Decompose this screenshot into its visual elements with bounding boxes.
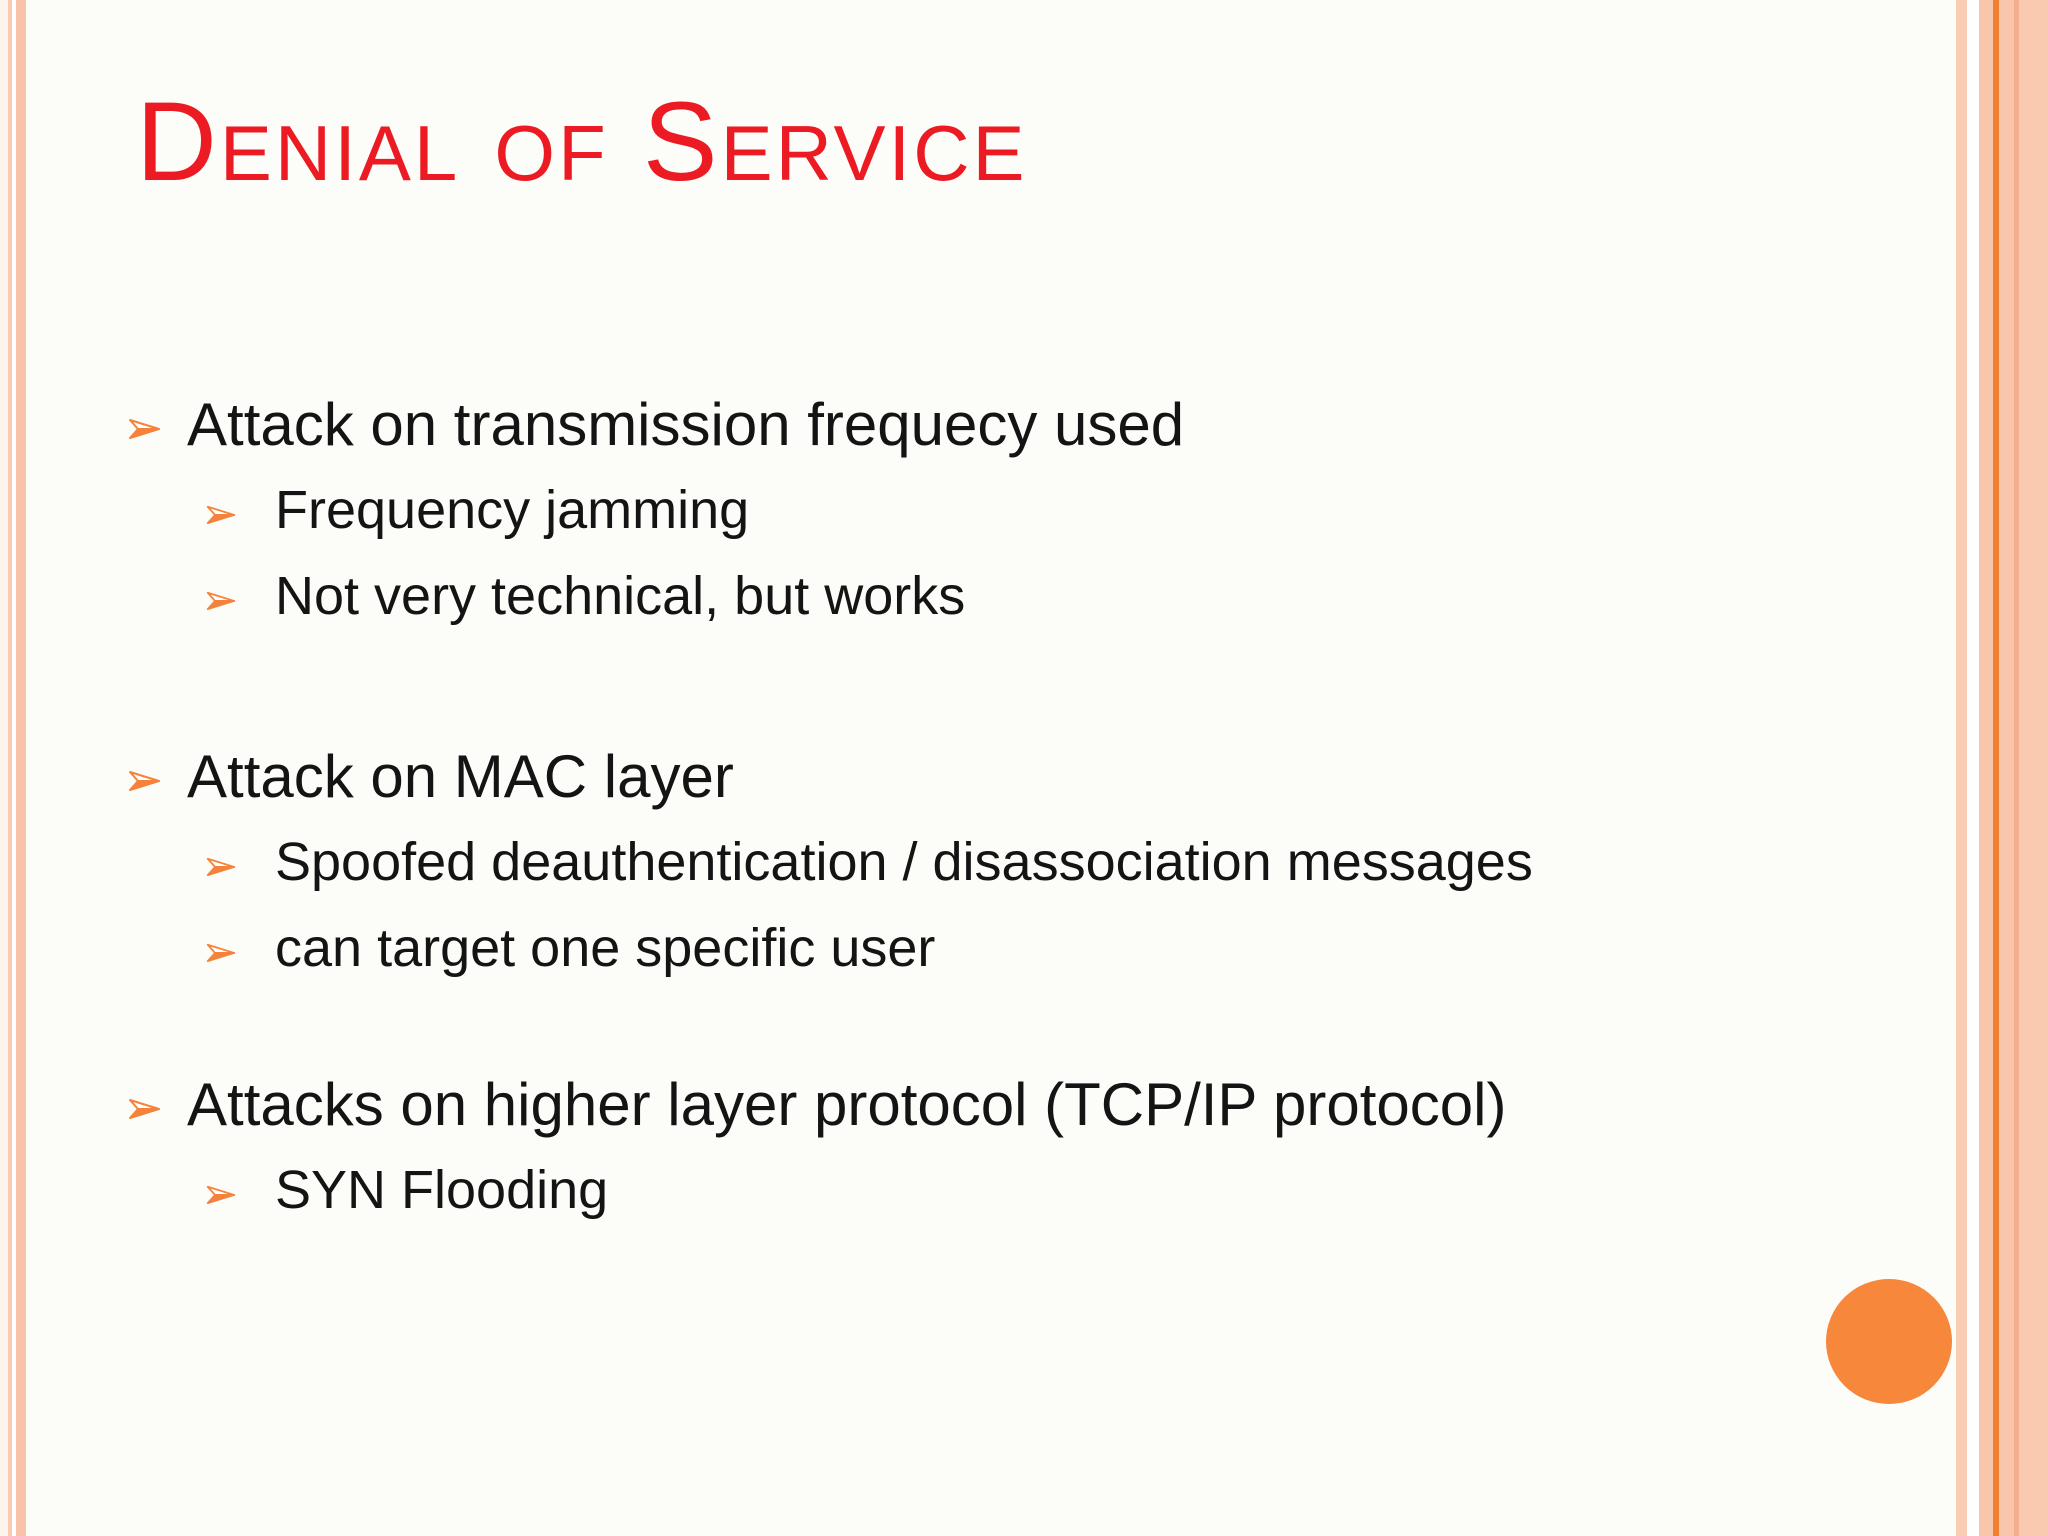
bullet-text: Frequency jamming [275, 480, 750, 540]
bullet-item-level2: SYN Flooding [127, 1147, 1907, 1233]
bullet-item-level2: Not very technical, but works [127, 553, 1907, 639]
arrow-bullet-icon [205, 504, 236, 526]
bullet-text: can target one specific user [275, 918, 936, 978]
orange-circle-decoration [1826, 1279, 1952, 1404]
bullet-item-level1: Attack on MAC layer [127, 733, 1907, 819]
bullet-item-level2: Spoofed deauthentication / disassociatio… [127, 819, 1907, 905]
arrow-bullet-icon [127, 417, 161, 441]
arrow-bullet-icon [205, 1184, 236, 1206]
bullet-item-level2: can target one specific user [127, 905, 1907, 991]
slide-title: Denial of Service [136, 79, 1028, 204]
arrow-bullet-icon [127, 1097, 161, 1121]
bullet-item-level1: Attacks on higher layer protocol (TCP/IP… [127, 1061, 1907, 1147]
bullet-item-level1: Attack on transmission frequecy used [127, 381, 1907, 467]
bullet-text: Spoofed deauthentication / disassociatio… [275, 832, 1533, 892]
arrow-bullet-icon [205, 942, 236, 964]
left-border-stripes [0, 0, 26, 1536]
arrow-bullet-icon [205, 590, 236, 612]
bullet-item-level2: Frequency jamming [127, 467, 1907, 553]
right-border-stripes [1956, 0, 2048, 1536]
bullet-list: Attack on transmission frequecy used Fre… [127, 381, 1907, 1233]
bullet-text: Attack on transmission frequecy used [187, 390, 1185, 458]
bullet-text: Attacks on higher layer protocol (TCP/IP… [187, 1070, 1507, 1138]
arrow-bullet-icon [127, 769, 161, 793]
bullet-text: Not very technical, but works [275, 566, 966, 626]
bullet-text: Attack on MAC layer [187, 742, 734, 810]
bullet-text: SYN Flooding [275, 1160, 609, 1220]
arrow-bullet-icon [205, 856, 236, 878]
